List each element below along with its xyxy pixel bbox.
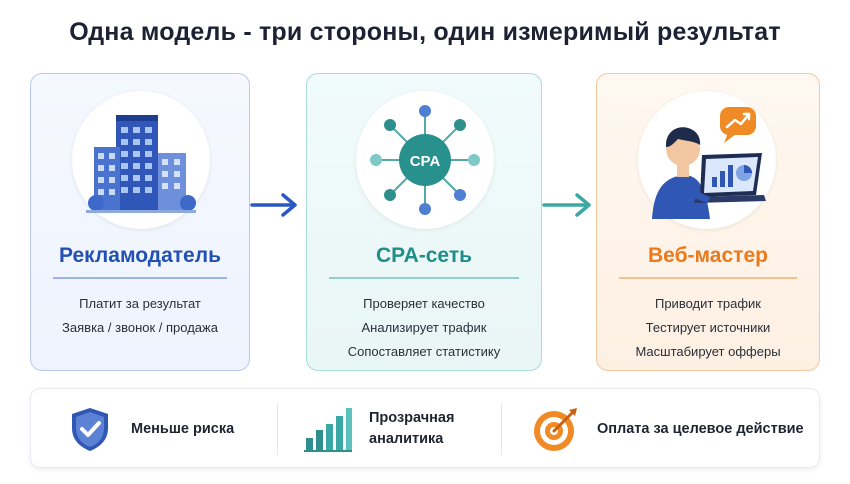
page-title: Одна модель - три стороны, один измеримы… bbox=[69, 18, 781, 46]
office-building-icon bbox=[86, 115, 196, 213]
cpa-title: CPA-сеть bbox=[375, 244, 473, 267]
arrow-right-icon bbox=[250, 193, 297, 217]
benefit-pay-for-action: Оплата за целевое действие bbox=[531, 389, 804, 469]
benefit-transparent-analytics: Прозрачная аналитика bbox=[303, 389, 454, 469]
cpa-line: Сопоставляет статистику bbox=[347, 344, 501, 359]
advertiser-divider bbox=[53, 277, 227, 279]
cpa-hub-label: CPA bbox=[410, 153, 441, 170]
shield-check-icon bbox=[72, 408, 108, 451]
benefit-label: Прозрачная аналитика bbox=[369, 410, 455, 447]
benefit-label: Оплата за целевое действие bbox=[597, 420, 804, 437]
benefit-separator bbox=[277, 403, 278, 455]
webmaster-card: Веб-мастер Приводит трафик Тестирует ист… bbox=[596, 73, 820, 371]
cpa-network-card: CPA CPA-сеть Проверяет качество Анализир… bbox=[306, 73, 542, 371]
advertiser-title: Рекламодатель bbox=[59, 244, 221, 267]
cpa-illustration: CPA bbox=[356, 91, 494, 229]
cpa-line: Проверяет качество bbox=[363, 296, 485, 311]
webmaster-line: Приводит трафик bbox=[654, 296, 761, 311]
target-arrow-icon bbox=[534, 408, 577, 451]
advertiser-illustration bbox=[72, 91, 210, 229]
person-laptop-icon bbox=[652, 107, 766, 219]
benefit-less-risk: Меньше риска bbox=[65, 389, 234, 469]
benefit-label: Меньше риска bbox=[131, 420, 235, 437]
advertiser-line: Заявка / звонок / продажа bbox=[62, 320, 218, 335]
webmaster-title: Веб-мастер bbox=[648, 244, 768, 267]
webmaster-lines: Приводит трафик Тестирует источники Масш… bbox=[597, 292, 819, 364]
advertiser-lines: Платит за результат Заявка / звонок / пр… bbox=[31, 292, 249, 340]
network-hub-icon: CPA bbox=[370, 105, 480, 215]
webmaster-line: Масштабирует офферы bbox=[635, 344, 781, 359]
benefit-separator bbox=[501, 403, 502, 455]
advertiser-card: Рекламодатель Платит за результат Заявка… bbox=[30, 73, 250, 371]
webmaster-divider bbox=[619, 277, 797, 279]
bar-chart-icon bbox=[304, 408, 352, 452]
webmaster-illustration bbox=[638, 91, 776, 229]
cpa-line: Анализирует трафик bbox=[361, 320, 487, 335]
cpa-lines: Проверяет качество Анализирует трафик Со… bbox=[307, 292, 541, 364]
arrow-right-icon bbox=[542, 193, 591, 217]
cpa-divider bbox=[329, 277, 519, 279]
benefits-bar: Меньше риска Прозрачная аналитика Оп bbox=[30, 388, 820, 468]
webmaster-line: Тестирует источники bbox=[645, 320, 771, 335]
advertiser-line: Платит за результат bbox=[79, 296, 201, 311]
